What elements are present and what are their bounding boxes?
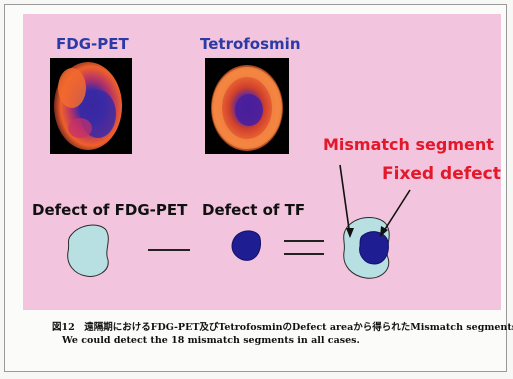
caption-line-2: We could detect the 18 mismatch segments… xyxy=(52,334,502,347)
mismatch-arrow xyxy=(340,165,350,236)
caption-line-1: 図12 遠隔期におけるFDG-PET及びTetrofosminのDefect a… xyxy=(52,321,502,334)
fixed-defect-overlay-shape xyxy=(360,232,389,264)
tf-defect-shape xyxy=(232,231,261,260)
figure-caption: 図12 遠隔期におけるFDG-PET及びTetrofosminのDefect a… xyxy=(52,321,502,347)
fdg-pet-defect-shape xyxy=(68,225,109,276)
fixed-defect-arrow xyxy=(382,190,410,234)
